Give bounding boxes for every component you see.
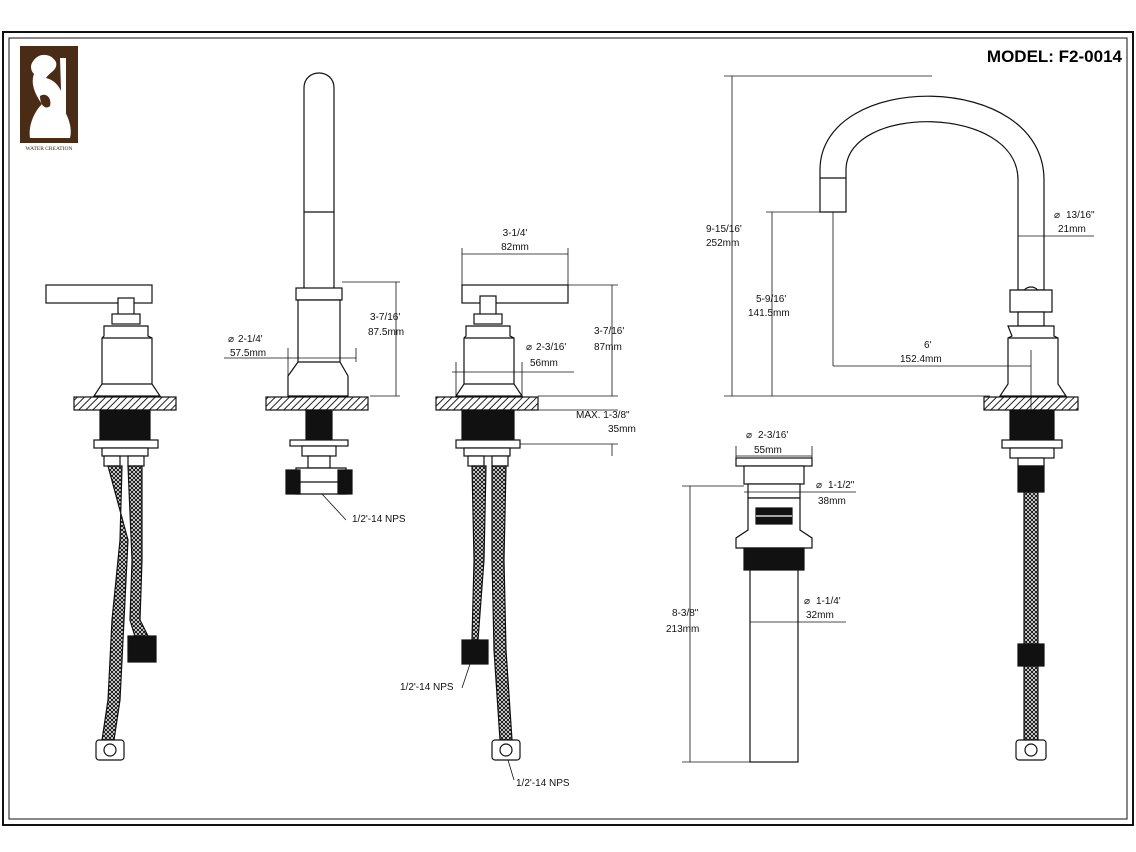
- handle-front-view: [435, 284, 569, 761]
- spout-side-view: [265, 72, 369, 495]
- spout-side-height: 3-7/16': [370, 312, 400, 323]
- handle-front-height: 3-7/16': [594, 326, 624, 337]
- drain-tail-dia: 1-1/4': [816, 596, 841, 607]
- handle-front-thread-left: 1/2'-14 NPS: [400, 682, 454, 693]
- drain-length: 8-3/8": [672, 608, 699, 619]
- spout-front-dia: 13/16": [1066, 210, 1095, 221]
- handle-front-max: MAX. 1-3/8": [576, 410, 630, 421]
- spout-side-thread: 1/2'-14 NPS: [352, 514, 406, 525]
- handle-front-length: 3-1/4': [503, 228, 528, 239]
- drain-length-mm: 213mm: [666, 624, 699, 635]
- drain-body-dia: 1-1/2": [828, 480, 855, 491]
- diameter-symbol-5: ⌀: [816, 480, 822, 491]
- spout-side-base-dia: 2-1/4': [238, 334, 263, 345]
- diameter-symbol-3: ⌀: [1054, 210, 1060, 221]
- drain-top-dia-mm: 55mm: [754, 445, 782, 456]
- spout-front-reach-mm: 152.4mm: [900, 354, 942, 365]
- logo-caption: WATER CREATION: [26, 146, 73, 152]
- spout-front-spout-height-mm: 141.5mm: [748, 308, 790, 319]
- drain-view: [735, 457, 813, 763]
- handle-front-thread-bottom: 1/2'-14 NPS: [516, 778, 570, 789]
- drain-body-dia-mm: 38mm: [818, 496, 846, 507]
- handle-front-max-mm: 35mm: [608, 424, 636, 435]
- spout-front-reach: 6': [924, 340, 932, 351]
- handle-front-length-mm: 82mm: [501, 242, 529, 253]
- spout-front-view: [819, 95, 1079, 761]
- handle-side-view: [45, 284, 177, 761]
- drain-top-dia: 2-3/16': [758, 430, 788, 441]
- outer-frame: [2, 31, 1134, 826]
- spout-side-height-mm: 87.5mm: [368, 327, 404, 338]
- spout-front-dia-mm: 21mm: [1058, 224, 1086, 235]
- model-title: MODEL: F2-0014: [987, 47, 1123, 66]
- spout-front-total-height-mm: 252mm: [706, 238, 739, 249]
- spout-front-spout-height: 5-9/16': [756, 294, 786, 305]
- spout-side-base-dia-mm: 57.5mm: [230, 348, 266, 359]
- handle-front-height-mm: 87mm: [594, 342, 622, 353]
- diameter-symbol-4: ⌀: [746, 430, 752, 441]
- spout-front-total-height: 9-15/16': [706, 224, 742, 235]
- water-creation-logo-icon: [20, 46, 78, 143]
- diameter-symbol-1: ⌀: [228, 334, 234, 345]
- diameter-symbol-2: ⌀: [526, 342, 532, 353]
- dimension-lines: [224, 75, 1094, 781]
- handle-front-base-dia-mm: 56mm: [530, 358, 558, 369]
- handle-front-base-dia: 2-3/16': [536, 342, 566, 353]
- drain-tail-dia-mm: 32mm: [806, 610, 834, 621]
- diameter-symbol-6: ⌀: [804, 596, 810, 607]
- inner-frame: [8, 37, 1128, 820]
